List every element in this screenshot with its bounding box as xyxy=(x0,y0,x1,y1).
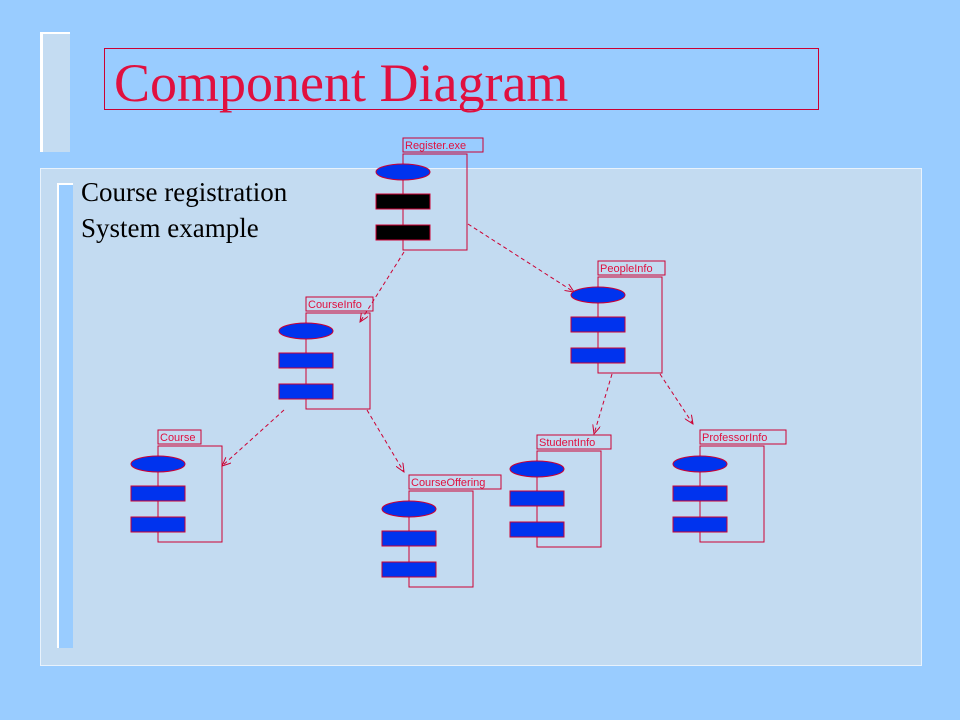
component-interface-rect xyxy=(509,521,565,538)
component-interface-rect xyxy=(375,193,431,210)
component-label-tab xyxy=(305,296,374,312)
page-title: Component Diagram xyxy=(114,53,569,113)
component-ellipse xyxy=(130,455,186,473)
decorative-bar-left xyxy=(57,183,73,648)
component-interface-rect xyxy=(570,316,626,333)
dependency-arrow-register-peopleinfo xyxy=(467,223,574,292)
component-label: CourseOffering xyxy=(411,477,485,489)
component-course: Course xyxy=(130,429,223,543)
component-label-tab xyxy=(408,474,502,490)
component-ellipse xyxy=(672,455,728,473)
dependency-arrow-peopleinfo-studentinfo xyxy=(594,373,613,434)
component-interface-rect xyxy=(130,516,186,533)
component-interface-rect xyxy=(672,485,728,502)
component-ellipse xyxy=(509,460,565,478)
dependency-layer xyxy=(222,223,693,472)
component-interface-rect xyxy=(375,224,431,241)
dependency-arrow-courseinfo-courseoffering xyxy=(366,409,404,472)
component-register: Register.exe xyxy=(375,137,484,251)
component-peopleinfo: PeopleInfo xyxy=(570,260,666,374)
dependency-arrow-peopleinfo-professorinfo xyxy=(659,373,693,424)
component-courseinfo: CourseInfo xyxy=(278,296,374,410)
component-label: ProfessorInfo xyxy=(702,432,767,444)
component-professorinfo: ProfessorInfo xyxy=(672,429,787,543)
decorative-bar-top xyxy=(40,32,70,152)
component-ellipse xyxy=(278,322,334,340)
component-label: StudentInfo xyxy=(539,437,595,449)
component-label: CourseInfo xyxy=(308,299,362,311)
component-interface-rect xyxy=(509,490,565,507)
component-ellipse xyxy=(570,286,626,304)
component-ellipse xyxy=(381,500,437,518)
component-studentinfo: StudentInfo xyxy=(509,434,612,548)
component-interface-rect xyxy=(278,383,334,400)
component-label: Course xyxy=(160,432,195,444)
component-label-tab xyxy=(402,137,484,153)
component-interface-rect xyxy=(672,516,728,533)
subtitle-line-2: System example xyxy=(81,213,259,243)
dependency-arrow-courseinfo-course xyxy=(222,409,285,466)
component-interface-rect xyxy=(278,352,334,369)
component-courseoffering: CourseOffering xyxy=(381,474,502,588)
component-label: Register.exe xyxy=(405,140,466,152)
subtitle: Course registration System example xyxy=(81,174,287,246)
component-label-tab xyxy=(699,429,787,445)
component-label-tab xyxy=(597,260,666,276)
component-ellipse xyxy=(375,163,431,181)
component-label-tab xyxy=(536,434,612,450)
component-label: PeopleInfo xyxy=(600,263,653,275)
component-interface-rect xyxy=(130,485,186,502)
component-interface-rect xyxy=(570,347,626,364)
content-panel xyxy=(40,168,922,666)
component-interface-rect xyxy=(381,530,437,547)
component-label-tab xyxy=(157,429,202,445)
subtitle-line-1: Course registration xyxy=(81,177,288,207)
component-interface-rect xyxy=(381,561,437,578)
title-box xyxy=(104,48,819,110)
